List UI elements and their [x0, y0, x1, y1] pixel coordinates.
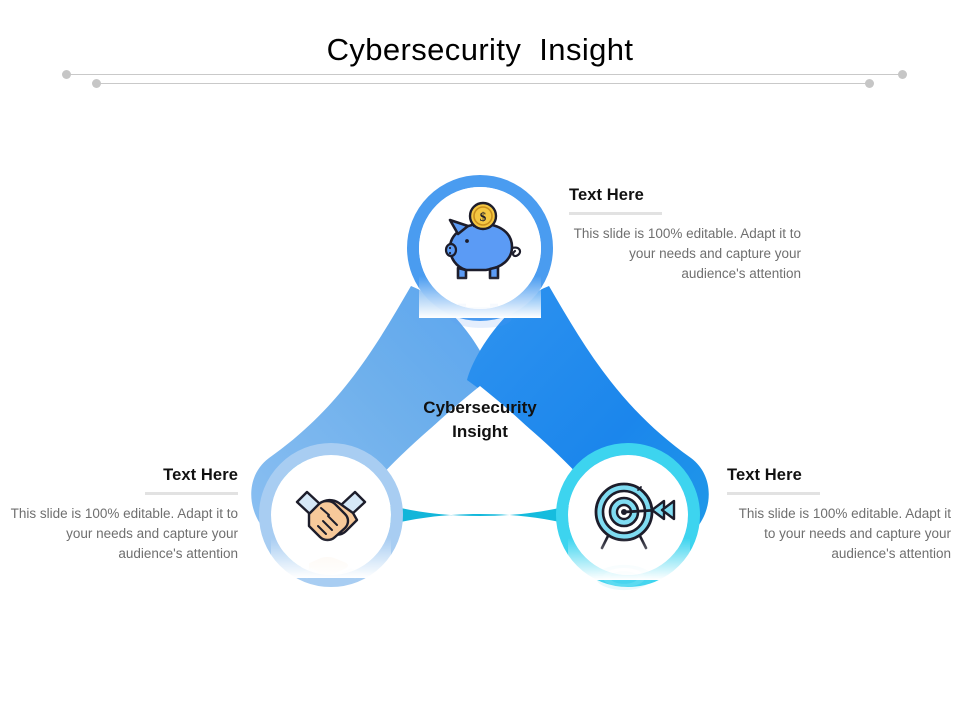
trilobe-diagram: $	[225, 158, 715, 598]
callout-top: Text Here This slide is 100% editable. A…	[569, 186, 801, 284]
node-right[interactable]	[556, 443, 700, 591]
divider-line-upper-stroke	[66, 74, 903, 75]
diagram-center-label: Cybersecurity Insight	[423, 398, 537, 441]
svg-text:$: $	[480, 209, 487, 224]
page-title: Cybersecurity Insight	[326, 32, 634, 67]
callout-right-underline	[727, 492, 820, 495]
arm-bottom	[278, 458, 682, 572]
node-top[interactable]: $	[407, 175, 553, 328]
node-left-ring	[259, 443, 403, 587]
callout-left-underline	[145, 492, 238, 495]
callout-left-heading: Text Here	[163, 466, 238, 484]
piggy-bank-icon: $	[444, 201, 522, 280]
callout-left: Text Here This slide is 100% editable. A…	[8, 466, 238, 564]
divider-dot-upper-left	[62, 70, 71, 79]
callout-right: Text Here This slide is 100% editable. A…	[727, 466, 951, 564]
target-icon	[594, 482, 676, 550]
node-left[interactable]	[259, 443, 403, 587]
divider-dot-upper-right	[898, 70, 907, 79]
handshake-icon	[295, 490, 367, 542]
callout-top-heading: Text Here	[569, 186, 644, 204]
callout-left-body: This slide is 100% editable. Adapt it to…	[10, 506, 238, 561]
diagram-inner-void	[353, 386, 607, 520]
divider-line-lower-stroke	[96, 83, 870, 84]
callout-right-body: This slide is 100% editable. Adapt it to…	[738, 506, 951, 561]
callout-top-body: This slide is 100% editable. Adapt it to…	[573, 226, 801, 281]
node-right-ring	[556, 443, 700, 587]
divider-dot-lower-right	[865, 79, 874, 88]
divider-dot-lower-left	[92, 79, 101, 88]
callout-right-heading: Text Here	[727, 466, 802, 484]
callout-top-underline	[569, 212, 662, 215]
